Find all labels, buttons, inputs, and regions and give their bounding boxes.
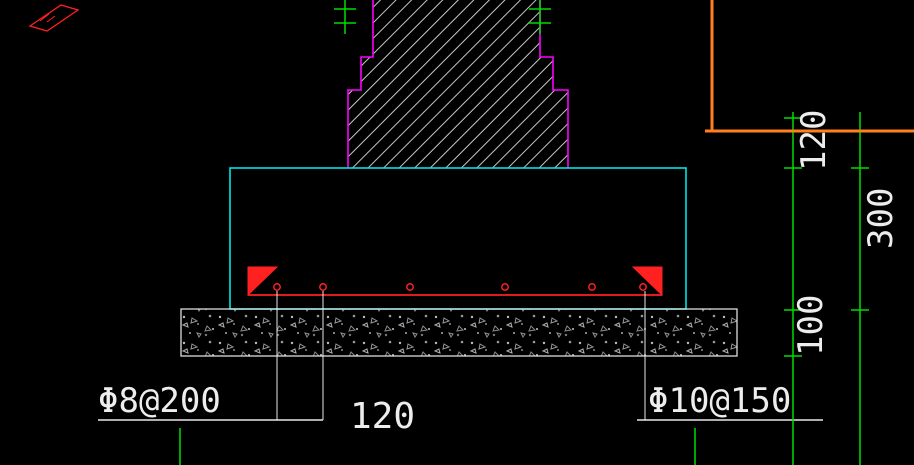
rebar-section-dot[interactable] [501, 283, 509, 291]
rebar-section-dot[interactable] [639, 283, 647, 291]
rebar-section-dot[interactable] [406, 283, 414, 291]
revision-tag-marks [39, 13, 56, 23]
rebar-hook-left[interactable] [247, 266, 279, 297]
rebar-section-dot[interactable] [588, 283, 596, 291]
rebar-hook-right[interactable] [631, 266, 663, 297]
revision-tag-icon[interactable] [28, 4, 80, 32]
dimension-label-right-bottom[interactable]: 100 [791, 294, 831, 356]
wall-outline-right[interactable] [539, 0, 569, 168]
grid-tick-top-left [334, 8, 356, 24]
grid-tick-top-right [529, 8, 551, 24]
rebar-section-dot[interactable] [319, 283, 327, 291]
wall-outline-left[interactable] [347, 0, 374, 168]
rebar-label-right[interactable]: Φ10@150 [648, 381, 792, 421]
dimension-label-bottom-center[interactable]: 120 [350, 396, 416, 437]
viewport-border-corner[interactable] [705, 0, 914, 133]
dimension-label-right-top[interactable]: 120 [794, 109, 834, 171]
blinding-layer[interactable] [180, 308, 738, 357]
dimension-ticks-right-outer [851, 167, 869, 311]
rebar-section-dot[interactable] [273, 283, 281, 291]
rebar-label-left[interactable]: Φ8@200 [98, 381, 221, 421]
footing-outline[interactable] [229, 167, 687, 310]
wall-section-hatch[interactable] [348, 0, 568, 168]
dimension-ticks-right-inner [784, 117, 802, 357]
dimension-label-right-middle[interactable]: 300 [861, 187, 901, 249]
